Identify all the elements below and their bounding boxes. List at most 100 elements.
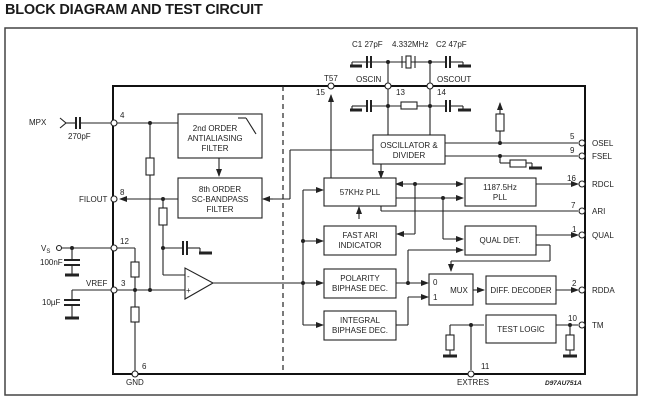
pin-osel xyxy=(578,139,586,147)
vs-main: V xyxy=(41,244,47,253)
mpx-label: MPX xyxy=(29,118,47,127)
block-bandpass-filter xyxy=(177,177,263,219)
pin-number-tm: 10 xyxy=(568,314,577,323)
pin-number-rdda: 2 xyxy=(572,279,577,288)
block-integral-dec xyxy=(323,310,397,341)
gnd-label: GND xyxy=(126,378,144,387)
polarity-line-1: POLARITY xyxy=(340,274,380,283)
rdda-label: RDDA xyxy=(592,286,615,295)
pin-fsel xyxy=(578,152,586,160)
filout-label: FILOUT xyxy=(79,195,108,204)
qual-label: QUAL xyxy=(592,231,614,240)
diagram-code: D97AU751A xyxy=(545,380,582,387)
opamp-minus: - xyxy=(187,272,190,281)
pin-number-osel: 5 xyxy=(570,132,575,141)
pin-number-t57: 15 xyxy=(316,88,325,97)
pin-number-ari: 7 xyxy=(571,201,576,210)
pin-gnd xyxy=(131,370,139,378)
crystal-icon xyxy=(405,55,412,69)
pin-tm xyxy=(578,321,586,329)
pin-oscin xyxy=(384,82,392,90)
bandpass-line-1: 8th ORDER xyxy=(199,185,241,194)
c1-label: C1 27pF xyxy=(352,40,383,49)
oscout-label: OSCOUT xyxy=(437,75,471,84)
pin-rdcl xyxy=(578,180,586,188)
outer-frame xyxy=(4,27,638,396)
pll57-label: 57KHz PLL xyxy=(340,188,381,197)
block-test-logic xyxy=(485,314,557,344)
fsel-label: FSEL xyxy=(592,152,613,161)
pin-number-vref: 3 xyxy=(121,279,126,288)
block-fast-ari xyxy=(323,225,397,256)
extres-label: EXTRES xyxy=(457,378,489,387)
vs-label: VS xyxy=(41,244,50,255)
oscin-label: OSCIN xyxy=(356,75,382,84)
vref-label: VREF xyxy=(86,279,107,288)
pin-vref xyxy=(110,286,118,294)
pin-number-qual: 1 xyxy=(572,225,577,234)
block-mux xyxy=(428,273,474,306)
input-cap-label: 270pF xyxy=(68,132,91,141)
pin-t57 xyxy=(327,82,335,90)
filter-slope-line xyxy=(245,117,257,135)
pin-vs-ext xyxy=(55,244,63,252)
antialias-line-1: 2nd ORDER xyxy=(193,124,238,133)
pin-number-fsel: 9 xyxy=(570,146,575,155)
block-qual-det xyxy=(464,225,537,256)
mux-input-0: 0 xyxy=(433,278,438,287)
pin-number-extres: 11 xyxy=(481,362,490,371)
ic-body xyxy=(112,85,586,375)
antialias-line-3: FILTER xyxy=(202,144,229,153)
bandpass-line-3: FILTER xyxy=(207,205,234,214)
crystal-label: 4.332MHz xyxy=(392,40,428,49)
pll1187-line-1: 1187.5Hz xyxy=(483,183,517,192)
integral-line-1: INTEGRAL xyxy=(340,316,381,325)
bandpass-line-2: SC-BANDPASS xyxy=(192,195,249,204)
pin-filout xyxy=(110,195,118,203)
block-polarity-dec xyxy=(323,268,397,299)
qualdet-label: QUAL DET. xyxy=(479,236,520,245)
pin-mpx xyxy=(110,119,118,127)
vref-cap-label: 10µF xyxy=(42,298,61,307)
pin-number-rdcl: 16 xyxy=(567,174,576,183)
pin-number-gnd: 6 xyxy=(142,362,147,371)
pin-qual xyxy=(578,231,586,239)
pll1187-line-2: PLL xyxy=(493,193,508,202)
rdcl-label: RDCL xyxy=(592,180,614,189)
testlogic-label: TEST LOGIC xyxy=(497,325,545,334)
pin-number-oscin: 13 xyxy=(396,88,405,97)
c2-label: C2 47pF xyxy=(436,40,467,49)
opamp-plus: + xyxy=(186,286,191,295)
junction-dots xyxy=(70,60,572,327)
page-title: BLOCK DIAGRAM AND TEST CIRCUIT xyxy=(5,2,263,18)
tm-label: TM xyxy=(592,321,604,330)
pin-rdda xyxy=(578,286,586,294)
block-oscillator-divider xyxy=(372,134,446,165)
polarity-line-2: BIPHASE DEC. xyxy=(332,284,388,293)
vs-cap-label: 100nF xyxy=(40,258,63,267)
fastari-line-2: INDICATOR xyxy=(338,241,381,250)
block-diff-decoder xyxy=(485,275,557,305)
mux-label: MUX xyxy=(450,286,468,295)
pin-oscout xyxy=(426,82,434,90)
ari-label: ARI xyxy=(592,207,605,216)
antialias-line-2: ANTIALIASING xyxy=(187,134,242,143)
pin-extres xyxy=(467,370,475,378)
oscillator-line-1: OSCILLATOR & xyxy=(380,141,438,150)
vs-sub: S xyxy=(46,249,50,255)
mux-input-1: 1 xyxy=(433,293,438,302)
pin-number-filout: 8 xyxy=(120,188,125,197)
oscillator-line-2: DIVIDER xyxy=(393,151,426,160)
osel-label: OSEL xyxy=(592,139,614,148)
block-pll-1187 xyxy=(464,177,537,207)
pin-number-oscout: 14 xyxy=(437,88,446,97)
pin-vs xyxy=(110,244,118,252)
integral-line-2: BIPHASE DEC. xyxy=(332,326,388,335)
t57-label: T57 xyxy=(324,74,338,83)
pin-number-vs: 12 xyxy=(120,237,129,246)
diffdec-label: DIFF. DECODER xyxy=(490,286,552,295)
block-pll-57k xyxy=(323,177,397,207)
fastari-line-1: FAST ARI xyxy=(343,231,378,240)
pin-number-mpx: 4 xyxy=(120,111,125,120)
